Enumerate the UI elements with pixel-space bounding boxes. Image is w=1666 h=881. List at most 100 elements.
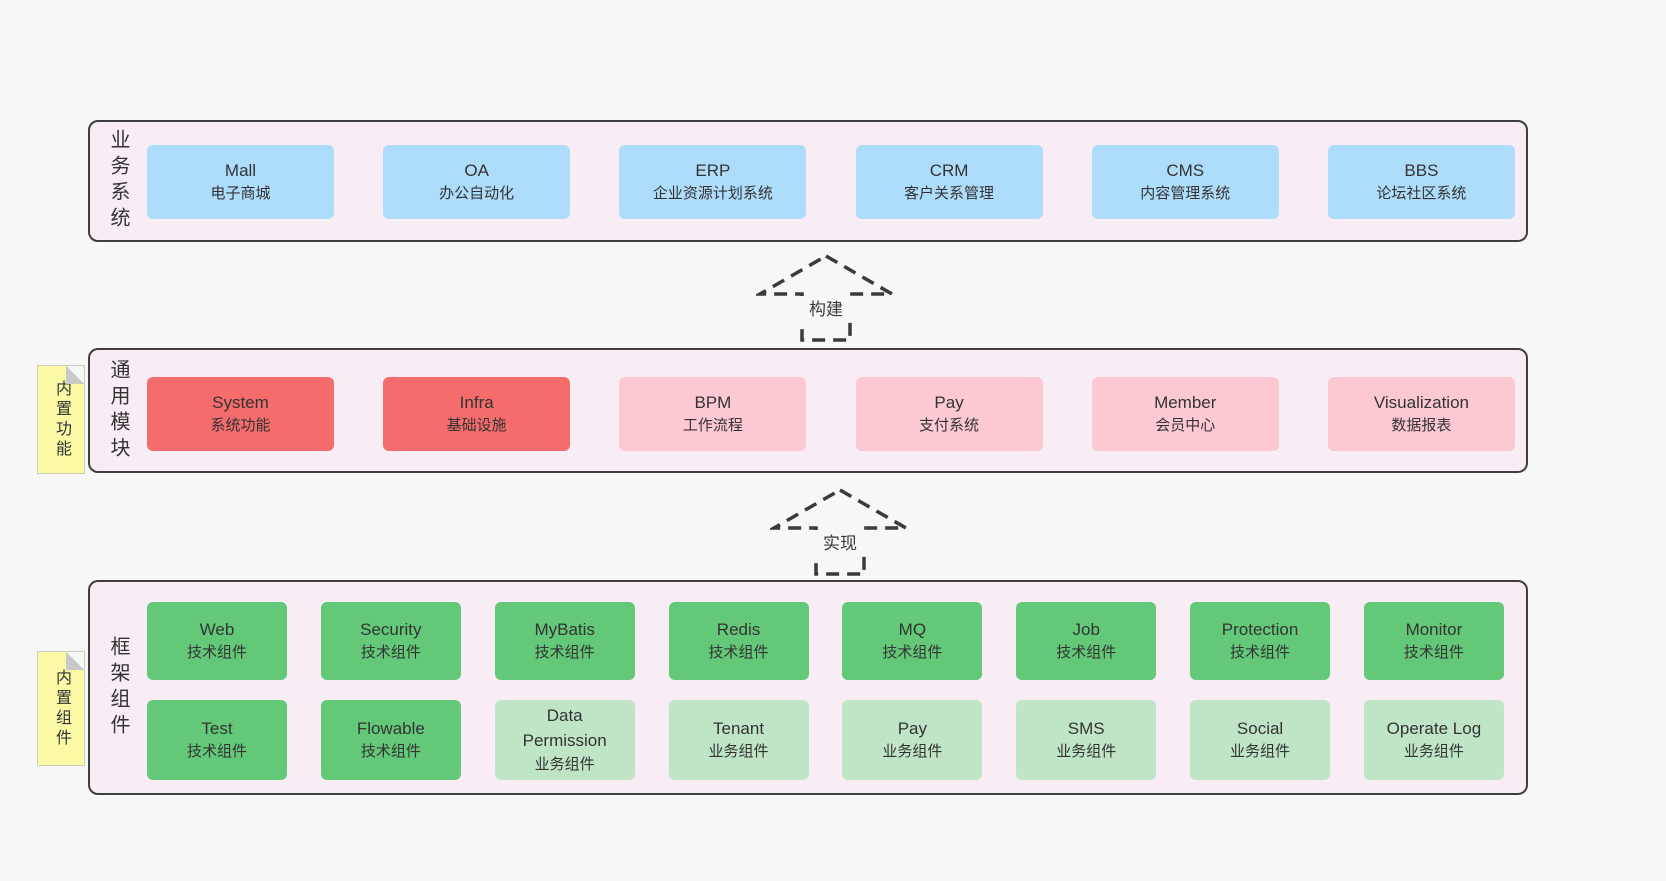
box-tenant-desc: 业务组件	[708, 743, 769, 761]
box-erp: ERP 企业资源计划系统	[619, 145, 807, 219]
arrow-build-label: 构建	[809, 300, 843, 319]
box-member-desc: 会员中心	[1155, 417, 1216, 435]
box-redis-desc: 技术组件	[708, 644, 769, 662]
box-cms-desc: 内容管理系统	[1140, 185, 1231, 203]
up-arrow-implement-icon: 实现	[770, 487, 910, 576]
box-social-desc: 业务组件	[1230, 743, 1291, 761]
box-test-desc: 技术组件	[186, 743, 247, 761]
box-flowable-name: Flowable	[356, 718, 425, 738]
box-operate-log: Operate Log 业务组件	[1363, 700, 1504, 780]
box-visualization-desc: 数据报表	[1391, 417, 1452, 435]
box-web: Web 技术组件	[147, 602, 287, 680]
box-sms-name: SMS	[1067, 718, 1105, 738]
sticky-built-in-components: 内置组件	[38, 652, 84, 765]
box-monitor-name: Monitor	[1405, 619, 1463, 639]
box-mall-desc: 电子商城	[210, 185, 271, 203]
box-visualization-name: Visualization	[1373, 392, 1469, 412]
box-system-desc: 系统功能	[210, 417, 271, 435]
business-systems-label: 业务系统	[107, 129, 129, 233]
box-test-name: Test	[201, 718, 233, 738]
box-social-name: Social	[1236, 718, 1284, 738]
up-arrow-build-icon: 构建	[756, 253, 896, 342]
box-infra: Infra 基础设施	[383, 377, 571, 451]
box-monitor: Monitor 技术组件	[1363, 602, 1504, 680]
box-redis: Redis 技术组件	[668, 602, 809, 680]
box-protection: Protection 技术组件	[1190, 602, 1331, 680]
box-mq-name: MQ	[898, 619, 927, 639]
box-oa-desc: 办公自动化	[439, 185, 515, 203]
box-mq: MQ 技术组件	[842, 602, 983, 680]
box-flowable-desc: 技术组件	[360, 743, 421, 761]
box-bpm-desc: 工作流程	[682, 417, 743, 435]
box-infra-desc: 基础设施	[446, 417, 507, 435]
box-operate-log-desc: 业务组件	[1403, 743, 1464, 761]
box-crm-name: CRM	[929, 160, 969, 180]
box-tenant-name: Tenant	[713, 718, 765, 738]
box-mall-name: Mall	[224, 160, 257, 180]
common-modules-row: System 系统功能 Infra 基础设施 BPM 工作流程 Pay 支付系统…	[147, 377, 1515, 451]
box-bpm-name: BPM	[694, 392, 732, 412]
box-social: Social 业务组件	[1190, 700, 1331, 780]
business-systems-layer: 业务系统 Mall 电子商城 OA 办公自动化 ERP 企业资源计划系统 CRM…	[88, 120, 1528, 242]
biz-components-row: Test 技术组件 Flowable 技术组件 Data Permission …	[147, 700, 1504, 780]
box-mall: Mall 电子商城	[147, 145, 334, 219]
box-web-name: Web	[199, 619, 235, 639]
box-data-permission-name: Data Permission	[522, 706, 607, 751]
box-erp-desc: 企业资源计划系统	[652, 185, 773, 203]
box-pay-component-name: Pay	[897, 718, 928, 738]
box-job-desc: 技术组件	[1056, 644, 1117, 662]
box-security-desc: 技术组件	[360, 644, 421, 662]
common-modules-layer: 通用模块 System 系统功能 Infra 基础设施 BPM 工作流程 Pay…	[88, 348, 1528, 473]
box-protection-name: Protection	[1221, 619, 1299, 639]
box-pay-module-name: Pay	[934, 392, 964, 412]
box-pay-module-desc: 支付系统	[919, 417, 980, 435]
box-oa-name: OA	[464, 160, 489, 180]
sticky-built-in-features: 内置功能	[38, 366, 84, 473]
box-infra-name: Infra	[459, 392, 494, 412]
box-system-name: System	[212, 392, 269, 412]
box-sms-desc: 业务组件	[1056, 743, 1117, 761]
box-erp-name: ERP	[695, 160, 731, 180]
box-mybatis: MyBatis 技术组件	[494, 602, 635, 680]
box-data-permission-desc: 业务组件	[534, 755, 595, 773]
box-tenant: Tenant 业务组件	[668, 700, 809, 780]
box-member: Member 会员中心	[1091, 377, 1279, 451]
box-mybatis-desc: 技术组件	[534, 644, 595, 662]
common-modules-label: 通用模块	[107, 358, 129, 463]
framework-components-layer: 框架组件 Web 技术组件 Security 技术组件 MyBatis 技术组件…	[88, 580, 1528, 795]
box-protection-desc: 技术组件	[1230, 644, 1291, 662]
sticky-built-in-features-label: 内置功能	[53, 379, 70, 460]
box-pay-module: Pay 支付系统	[855, 377, 1043, 451]
sticky-built-in-components-label: 内置组件	[53, 668, 70, 749]
box-bbs: BBS 论坛社区系统	[1327, 145, 1515, 219]
arrow-implement-label: 实现	[823, 534, 857, 553]
box-operate-log-name: Operate Log	[1386, 718, 1482, 738]
box-oa: OA 办公自动化	[383, 145, 571, 219]
box-mybatis-name: MyBatis	[534, 619, 595, 639]
box-job-name: Job	[1072, 619, 1100, 639]
box-bbs-name: BBS	[1404, 160, 1439, 180]
box-member-name: Member	[1154, 392, 1217, 412]
box-monitor-desc: 技术组件	[1403, 644, 1464, 662]
box-security-name: Security	[360, 619, 422, 639]
box-redis-name: Redis	[716, 619, 761, 639]
box-sms: SMS 业务组件	[1016, 700, 1157, 780]
box-pay-component-desc: 业务组件	[882, 743, 943, 761]
box-bpm: BPM 工作流程	[619, 377, 807, 451]
box-cms: CMS 内容管理系统	[1091, 145, 1279, 219]
business-systems-row: Mall 电子商城 OA 办公自动化 ERP 企业资源计划系统 CRM 客户关系…	[147, 145, 1515, 219]
box-security: Security 技术组件	[320, 602, 461, 680]
box-crm-desc: 客户关系管理	[904, 185, 995, 203]
box-mq-desc: 技术组件	[882, 644, 943, 662]
box-job: Job 技术组件	[1016, 602, 1157, 680]
box-test: Test 技术组件	[147, 700, 287, 780]
box-bbs-desc: 论坛社区系统	[1376, 185, 1467, 203]
box-data-permission: Data Permission 业务组件	[494, 700, 635, 780]
tech-components-row: Web 技术组件 Security 技术组件 MyBatis 技术组件 Redi…	[147, 602, 1504, 680]
box-cms-name: CMS	[1166, 160, 1205, 180]
box-crm: CRM 客户关系管理	[855, 145, 1043, 219]
box-web-desc: 技术组件	[186, 644, 247, 662]
box-flowable: Flowable 技术组件	[320, 700, 461, 780]
box-pay-component: Pay 业务组件	[842, 700, 983, 780]
